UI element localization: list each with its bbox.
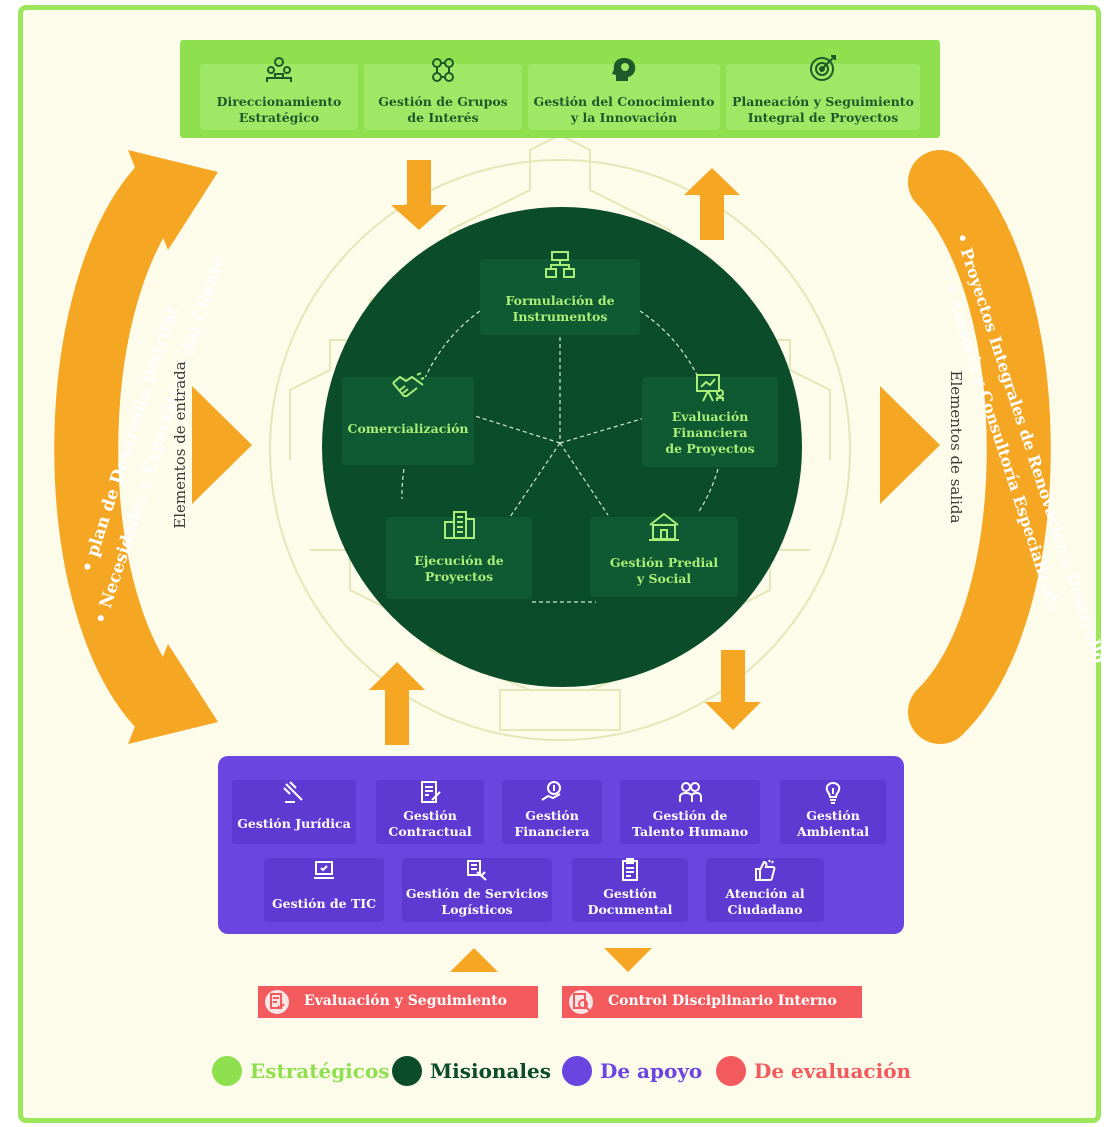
- legend-dot: [392, 1056, 422, 1086]
- legend-label: Misionales: [430, 1059, 552, 1083]
- evaluation-item-label: Control Disciplinario Interno: [608, 993, 837, 1009]
- legend-label: De apoyo: [600, 1059, 703, 1083]
- house-icon: [649, 512, 679, 541]
- evaluation-item-label: Evaluación y Seguimiento: [304, 993, 508, 1009]
- people-icon: [679, 782, 702, 802]
- support-item-juridica[interactable]: Gestión Jurídica: [232, 780, 356, 844]
- inputs-arrowhead-top: [128, 150, 218, 250]
- arrow-down-support: [705, 650, 761, 730]
- mission-item-label: Comercialización: [347, 421, 469, 436]
- thumbs-up-icon: [755, 859, 776, 881]
- outputs-curved-band: [908, 150, 1051, 744]
- logistics-icon: [467, 860, 487, 881]
- arrow-up-strategic: [684, 168, 740, 240]
- legend-label: De evaluación: [754, 1059, 912, 1083]
- arrow-up-evaluation: [450, 948, 498, 972]
- inputs-heading: Elementos de entrada: [171, 361, 189, 529]
- mission-item-comercializacion[interactable]: Comercialización: [342, 372, 474, 465]
- lightbulb-leaf-icon: [825, 781, 841, 804]
- support-item-label: Gestión de TIC: [271, 896, 377, 911]
- arrow-input: [192, 386, 252, 504]
- people-network-icon: [266, 57, 292, 82]
- legend-dot: [212, 1056, 242, 1086]
- support-item-label: Gestión Jurídica: [237, 816, 351, 831]
- target-icon: [810, 55, 836, 81]
- contract-icon: [421, 781, 441, 803]
- document-check-icon: [262, 987, 292, 1017]
- arrow-down-strategic: [391, 160, 447, 230]
- evaluation-item-control-disciplinario[interactable]: Control Disciplinario Interno: [562, 986, 862, 1018]
- legend-dot: [562, 1056, 592, 1086]
- group-network-icon: [432, 58, 454, 82]
- evaluation-item-seguimiento[interactable]: Evaluación y Seguimiento: [258, 986, 538, 1018]
- arrow-output: [880, 386, 940, 504]
- presentation-icon: [696, 374, 724, 402]
- flow-arrows-group: [192, 160, 940, 972]
- mission-connector-lines: [401, 310, 719, 603]
- magnifier-document-icon: [566, 987, 596, 1017]
- clipboard-icon: [622, 858, 638, 881]
- flowchart-icon: [545, 251, 575, 278]
- support-item-tic[interactable]: Gestión de TIC: [264, 858, 384, 922]
- gavel-icon: [283, 781, 303, 803]
- legend-dot: [716, 1056, 746, 1086]
- handshake-icon: [392, 372, 425, 398]
- arrow-up-support: [369, 662, 425, 745]
- inputs-arrowhead-bottom: [128, 644, 218, 744]
- arrow-down-evaluation: [604, 948, 652, 972]
- legend-label: Estratégicos: [250, 1059, 390, 1083]
- finance-icon: [541, 781, 561, 801]
- outputs-heading: Elementos de salida: [947, 370, 965, 524]
- buildings-icon: [444, 511, 475, 539]
- laptop-icon: [314, 861, 334, 879]
- brain-head-icon: [612, 58, 636, 81]
- inputs-curved-band: [54, 159, 189, 735]
